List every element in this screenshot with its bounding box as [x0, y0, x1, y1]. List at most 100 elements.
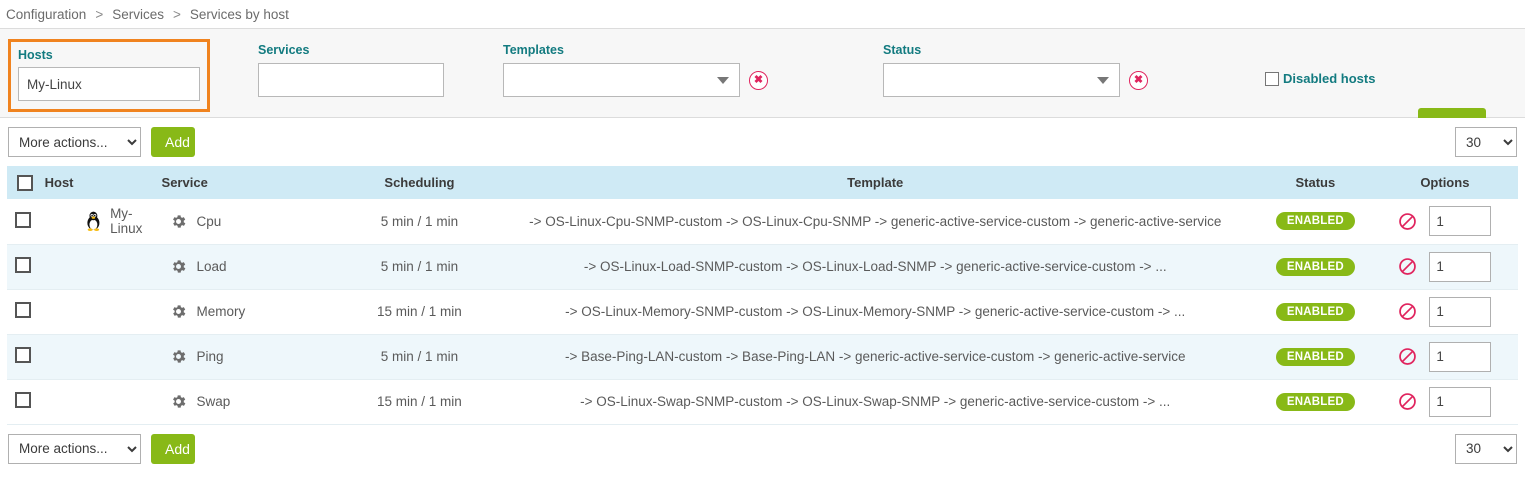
column-options-label: Options — [1420, 175, 1470, 190]
template-cell: -> OS-Linux-Memory-SNMP-custom -> OS-Lin… — [491, 289, 1259, 335]
page-size-select-top[interactable]: 30 — [1455, 127, 1517, 157]
status-badge: ENABLED — [1275, 257, 1355, 276]
quantity-input[interactable] — [1429, 206, 1492, 237]
templates-select[interactable] — [503, 63, 740, 97]
breadcrumb-item-configuration[interactable]: Configuration — [6, 6, 87, 22]
hosts-input[interactable] — [18, 67, 200, 101]
table-row: Ping 5 min / 1 min -> Base-Ping-LAN-cust… — [7, 334, 1518, 380]
disable-service-icon[interactable] — [1398, 302, 1417, 321]
filter-group-templates: Templates ✖ — [503, 43, 768, 97]
gear-icon — [172, 305, 185, 318]
hosts-label: Hosts — [18, 48, 53, 62]
table-row: Load 5 min / 1 min -> OS-Linux-Load-SNMP… — [7, 244, 1518, 290]
quantity-input[interactable] — [1429, 341, 1492, 372]
scheduling-cell: 5 min / 1 min — [347, 199, 492, 245]
service-name[interactable]: Cpu — [196, 213, 222, 229]
service-name[interactable]: Swap — [196, 394, 231, 409]
row-checkbox[interactable] — [15, 302, 31, 318]
options-cell — [1371, 289, 1518, 335]
row-checkbox[interactable] — [15, 257, 31, 273]
column-template: Template — [491, 166, 1259, 199]
host-cell: My-Linux — [84, 199, 162, 245]
more-actions-select-top[interactable]: More actions... — [8, 127, 141, 157]
column-scheduling-label: Scheduling — [384, 175, 455, 190]
column-host-label: Host — [44, 175, 74, 191]
status-clear-icon[interactable]: ✖ — [1129, 70, 1148, 90]
host-name[interactable]: My-Linux — [110, 206, 143, 237]
filter-panel: Hosts Services Templates ✖ Status ✖ — [0, 28, 1525, 156]
row-checkbox[interactable] — [15, 392, 31, 408]
row-checkbox[interactable] — [15, 211, 31, 228]
host-cell — [84, 379, 162, 425]
toolbar-top: More actions... Add 30 — [0, 118, 1525, 166]
checkbox-box[interactable] — [1265, 71, 1279, 86]
column-template-label: Template — [847, 175, 904, 190]
status-badge: ENABLED — [1275, 212, 1355, 231]
chevron-down-icon — [717, 77, 729, 84]
service-cell: Ping — [161, 334, 348, 380]
toolbar-bottom: More actions... Add 30 — [0, 424, 1525, 473]
row-checkbox-cell — [7, 289, 85, 335]
disabled-hosts-checkbox[interactable]: Disabled hosts — [1265, 71, 1375, 86]
column-service-label: Service — [161, 175, 208, 190]
template-cell: -> OS-Linux-Cpu-SNMP-custom -> OS-Linux-… — [491, 199, 1259, 245]
service-name[interactable]: Load — [196, 259, 227, 274]
quantity-input[interactable] — [1429, 386, 1492, 417]
filter-group-hosts: Hosts — [8, 39, 210, 112]
status-badge: ENABLED — [1275, 392, 1355, 411]
disabled-hosts-label: Disabled hosts — [1283, 71, 1376, 86]
quantity-input[interactable] — [1429, 251, 1492, 282]
template-cell: -> OS-Linux-Load-SNMP-custom -> OS-Linux… — [491, 244, 1259, 290]
host-cell — [84, 289, 162, 335]
add-button-top[interactable]: Add — [151, 127, 195, 157]
host-cell — [84, 334, 162, 380]
disable-service-icon[interactable] — [1398, 212, 1417, 231]
table-header-row: Host Service Scheduling Template Status … — [7, 166, 1518, 199]
quantity-input[interactable] — [1429, 296, 1492, 327]
options-cell — [1371, 334, 1518, 380]
breadcrumb: Configuration > Services > Services by h… — [0, 0, 1525, 28]
options-cell — [1371, 199, 1518, 245]
services-input[interactable] — [258, 63, 444, 97]
disable-service-icon[interactable] — [1398, 392, 1417, 411]
more-actions-select-bottom[interactable]: More actions... — [8, 433, 141, 464]
select-all-checkbox[interactable] — [17, 174, 33, 191]
disable-service-icon[interactable] — [1398, 347, 1417, 366]
gear-icon — [172, 260, 185, 273]
templates-clear-icon[interactable]: ✖ — [749, 70, 768, 90]
column-options: Options — [1371, 166, 1518, 199]
template-cell: -> Base-Ping-LAN-custom -> Base-Ping-LAN… — [491, 334, 1259, 380]
linux-penguin-icon — [87, 211, 100, 232]
service-cell: Load — [161, 244, 348, 290]
row-checkbox[interactable] — [15, 347, 31, 363]
add-button-bottom[interactable]: Add — [151, 433, 195, 464]
status-cell: ENABLED — [1258, 379, 1372, 425]
breadcrumb-item-services[interactable]: Services — [112, 6, 164, 22]
status-cell: ENABLED — [1258, 334, 1372, 380]
templates-label: Templates — [503, 43, 564, 57]
no-entry-icon — [1399, 348, 1417, 365]
table-header: Host Service Scheduling Template Status … — [7, 166, 1518, 199]
status-cell: ENABLED — [1258, 244, 1372, 290]
gear-icon — [172, 395, 185, 408]
service-cell: Memory — [161, 289, 348, 335]
status-badge: ENABLED — [1275, 347, 1355, 366]
table-row: Memory 15 min / 1 min -> OS-Linux-Memory… — [7, 289, 1518, 335]
table-body: My-Linux Cpu 5 min / 1 min -> OS-Linux-C… — [7, 199, 1518, 425]
row-checkbox-cell — [7, 199, 85, 245]
status-select[interactable] — [883, 63, 1120, 97]
breadcrumb-item-services-by-host[interactable]: Services by host — [189, 6, 289, 22]
services-table: Host Service Scheduling Template Status … — [7, 166, 1518, 425]
page-size-select-bottom[interactable]: 30 — [1455, 433, 1517, 464]
breadcrumb-separator: > — [172, 6, 181, 22]
table-row: Swap 15 min / 1 min -> OS-Linux-Swap-SNM… — [7, 379, 1518, 425]
gear-icon — [172, 215, 185, 228]
options-cell — [1371, 244, 1518, 290]
disable-service-icon[interactable] — [1398, 257, 1417, 276]
column-host: Host — [7, 166, 162, 199]
services-label: Services — [258, 43, 310, 57]
row-checkbox-cell — [7, 244, 85, 290]
no-entry-icon — [1399, 303, 1417, 320]
service-name[interactable]: Memory — [196, 304, 246, 319]
service-name[interactable]: Ping — [196, 349, 224, 364]
